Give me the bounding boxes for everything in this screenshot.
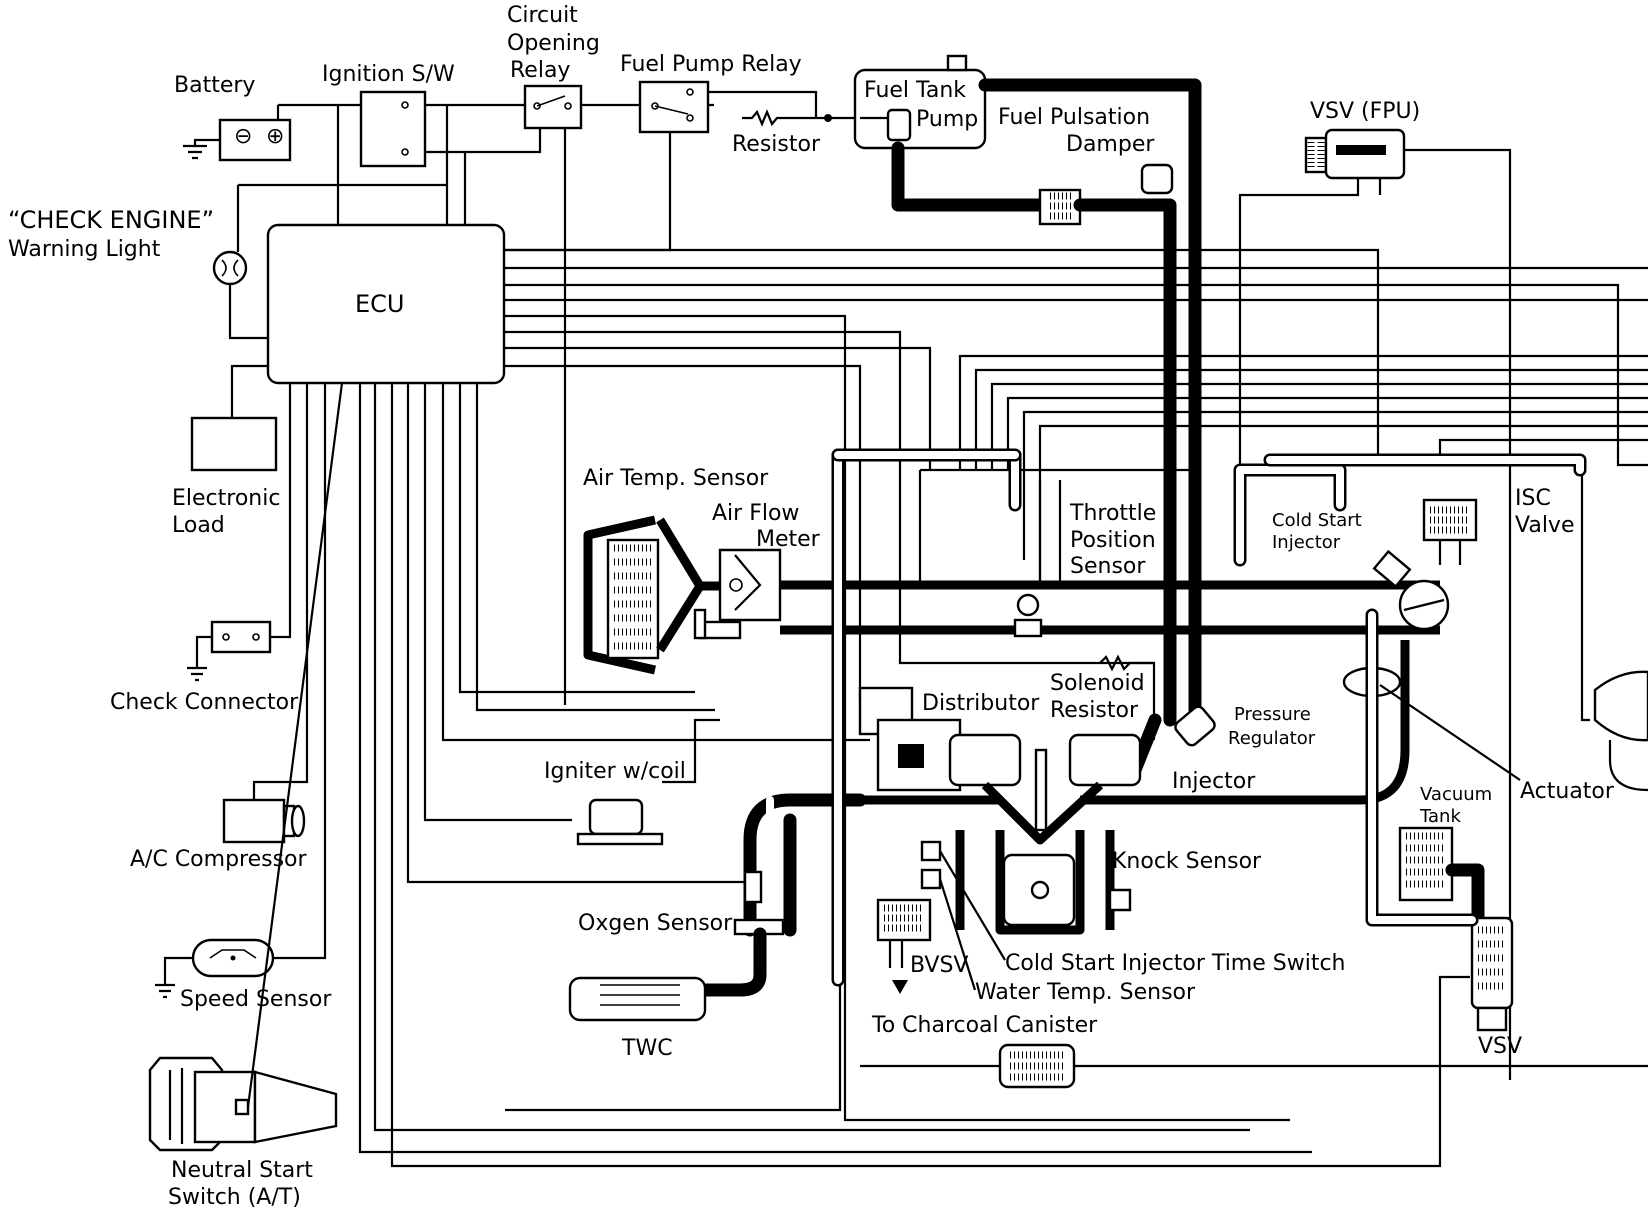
igniter <box>576 798 664 846</box>
svg-text:⊕: ⊕ <box>266 124 284 149</box>
check-engine-warning-light <box>212 185 268 340</box>
air-temp-sensor-label: Air Temp. Sensor <box>583 466 769 491</box>
vsv-fpu-label: VSV (FPU) <box>1310 99 1420 124</box>
circuit-opening-relay <box>523 84 583 130</box>
neutral-start-switch <box>148 382 344 1152</box>
electronic-load <box>190 364 278 472</box>
circuit-opening-relay-label-1: Circuit <box>507 3 578 28</box>
throttle-label-2: Position <box>1070 528 1156 553</box>
fuel-pump-relay-label: Fuel Pump Relay <box>620 52 802 77</box>
bvsv <box>876 898 932 994</box>
fuel-tank-label: Fuel Tank <box>864 78 966 103</box>
solenoid-resistor-label-2: Resistor <box>1050 698 1139 723</box>
battery-label: Battery <box>174 73 255 98</box>
circuit-opening-relay-label-3: Relay <box>510 58 570 83</box>
cold-start-injector-label-1: Cold Start <box>1272 510 1362 531</box>
speed-sensor <box>155 383 327 999</box>
vacuum-tank-label-2: Tank <box>1419 806 1461 827</box>
twc <box>568 976 707 1022</box>
twc-label: TWC <box>621 1036 673 1061</box>
throttle-label-3: Sensor <box>1070 554 1146 579</box>
knock-sensor-label: Knock Sensor <box>1112 849 1262 874</box>
distributor <box>858 686 962 792</box>
vacuum-hoses <box>831 448 1587 987</box>
injector-label: Injector <box>1172 769 1256 794</box>
solenoid-resistor <box>1099 654 1156 740</box>
check-connector <box>187 383 292 682</box>
fuel-pump-relay <box>638 80 710 134</box>
ignition-switch-label: Ignition S/W <box>322 62 455 87</box>
canister-hose <box>860 1043 1648 1089</box>
circuit-opening-relay-label-2: Opening <box>507 31 600 56</box>
power-wiring <box>238 90 860 252</box>
water-temp-sensor-label: Water Temp. Sensor <box>975 980 1196 1005</box>
pressure-regulator-label-1: Pressure <box>1234 704 1311 725</box>
air-flow-meter-label-1: Air Flow <box>712 501 799 526</box>
cold-start-injector <box>1372 549 1412 589</box>
ac-compressor-label: A/C Compressor <box>130 847 308 872</box>
solenoid-resistor-label-1: Solenoid <box>1050 671 1145 696</box>
cold-start-time-switch-label: Cold Start Injector Time Switch <box>1005 951 1346 976</box>
battery: ⊖ ⊕ <box>183 105 292 162</box>
bvsv-label: BVSV <box>910 953 968 978</box>
fuel-lines <box>891 78 1202 777</box>
isc-valve-label-1: ISC <box>1515 486 1551 511</box>
vsv-label: VSV <box>1478 1034 1522 1059</box>
vacuum-tank-label-1: Vacuum <box>1420 784 1492 805</box>
speed-sensor-label: Speed Sensor <box>180 987 332 1012</box>
fuel-pulsation-damper-label-1: Fuel Pulsation <box>998 105 1150 130</box>
ignition-switch <box>359 90 427 168</box>
check-engine-label-2: Warning Light <box>8 237 161 262</box>
distributor-label: Distributor <box>922 691 1040 716</box>
fuel-pulsation-damper-label-2: Damper <box>1066 132 1155 157</box>
pressure-regulator-label-2: Regulator <box>1228 728 1316 749</box>
electronic-load-label-2: Load <box>172 513 225 538</box>
ac-compressor <box>222 383 309 844</box>
vsv <box>1470 916 1514 1032</box>
edge-regulator <box>1580 470 1648 792</box>
exhaust-pipe <box>693 793 867 997</box>
ecu-unit <box>266 223 506 385</box>
cold-start-injector-label-2: Injector <box>1272 532 1341 553</box>
resistor-label: Resistor <box>732 132 821 157</box>
intake-pipe <box>780 468 1440 635</box>
isc-valve <box>1398 498 1478 631</box>
actuator-label: Actuator <box>1520 779 1615 804</box>
oxygen-sensor-label: Oxgen Sensor <box>578 911 733 936</box>
air-flow-meter-label-2: Meter <box>756 527 821 552</box>
neutral-start-label-2: Switch (A/T) <box>168 1185 301 1210</box>
vsv-fpu <box>1238 128 1512 1080</box>
pressure-regulator <box>1174 705 1216 747</box>
vacuum-tank <box>1398 826 1485 937</box>
igniter-label: Igniter w/coil <box>544 759 686 784</box>
pump-label: Pump <box>916 107 978 132</box>
engine-block <box>860 640 1410 935</box>
fuel-tank <box>853 54 987 150</box>
isc-valve-label-2: Valve <box>1515 513 1575 538</box>
electronic-load-label-1: Electronic <box>172 486 280 511</box>
check-connector-label: Check Connector <box>110 690 299 715</box>
to-charcoal-canister-label: To Charcoal Canister <box>871 1013 1098 1038</box>
svg-text:⊖: ⊖ <box>234 124 252 149</box>
neutral-start-label-1: Neutral Start <box>171 1158 313 1183</box>
air-flow-meter <box>583 515 782 675</box>
check-engine-label-1: “CHECK ENGINE” <box>8 206 214 234</box>
ecu-label: ECU <box>355 290 405 318</box>
throttle-position-sensor <box>1013 593 1043 638</box>
cold-start-time-switch <box>920 840 1006 991</box>
throttle-label-1: Throttle <box>1069 501 1156 526</box>
